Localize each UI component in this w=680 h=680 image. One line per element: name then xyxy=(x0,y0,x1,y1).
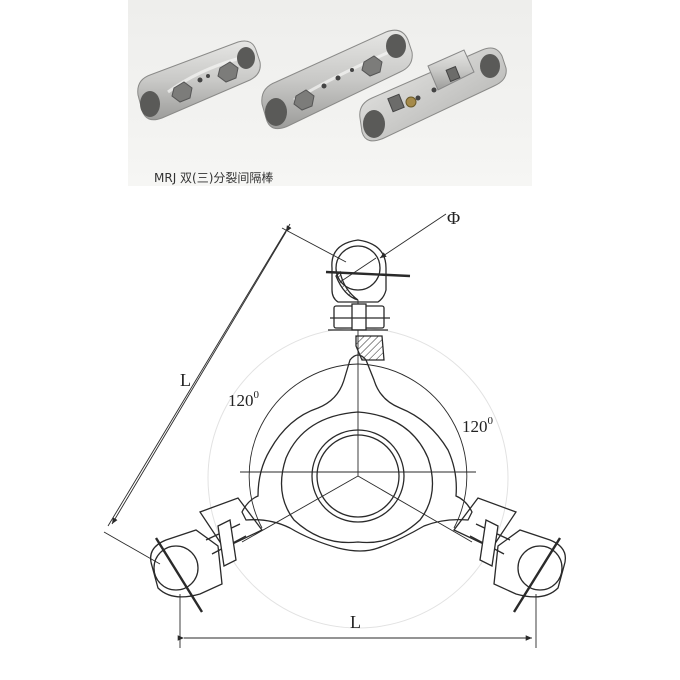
spacer-photo-2 xyxy=(261,29,413,130)
clamp-top xyxy=(325,239,411,361)
length-label-horizontal: L xyxy=(350,612,361,632)
spacer-photos: MRJ 双(三)分裂间隔棒 xyxy=(137,29,507,185)
technical-drawing: Φ L L 1200 1200 xyxy=(103,208,567,648)
clamp-right xyxy=(453,497,567,613)
photo-caption: MRJ 双(三)分裂间隔棒 xyxy=(154,171,273,185)
spacer-photo-3 xyxy=(359,47,507,142)
angle-label-right: 1200 xyxy=(462,415,494,436)
dimension-horizontal xyxy=(177,594,537,648)
centerline-right xyxy=(357,475,473,543)
hub-inner-ring xyxy=(280,411,434,544)
product-photo-panel: MRJ 双(三)分裂间隔棒 xyxy=(128,0,532,186)
angle-arc-left xyxy=(248,363,359,529)
angle-arc-right xyxy=(357,363,468,529)
centerline-left xyxy=(241,475,359,543)
length-label-diagonal: L xyxy=(180,370,191,390)
clamp-left xyxy=(149,497,263,613)
angle-label-left: 1200 xyxy=(228,389,260,410)
phi-leader xyxy=(339,213,447,283)
spacer-photo-1 xyxy=(137,40,261,121)
dimension-diagonal xyxy=(103,223,347,565)
phi-label: Φ xyxy=(447,208,460,228)
